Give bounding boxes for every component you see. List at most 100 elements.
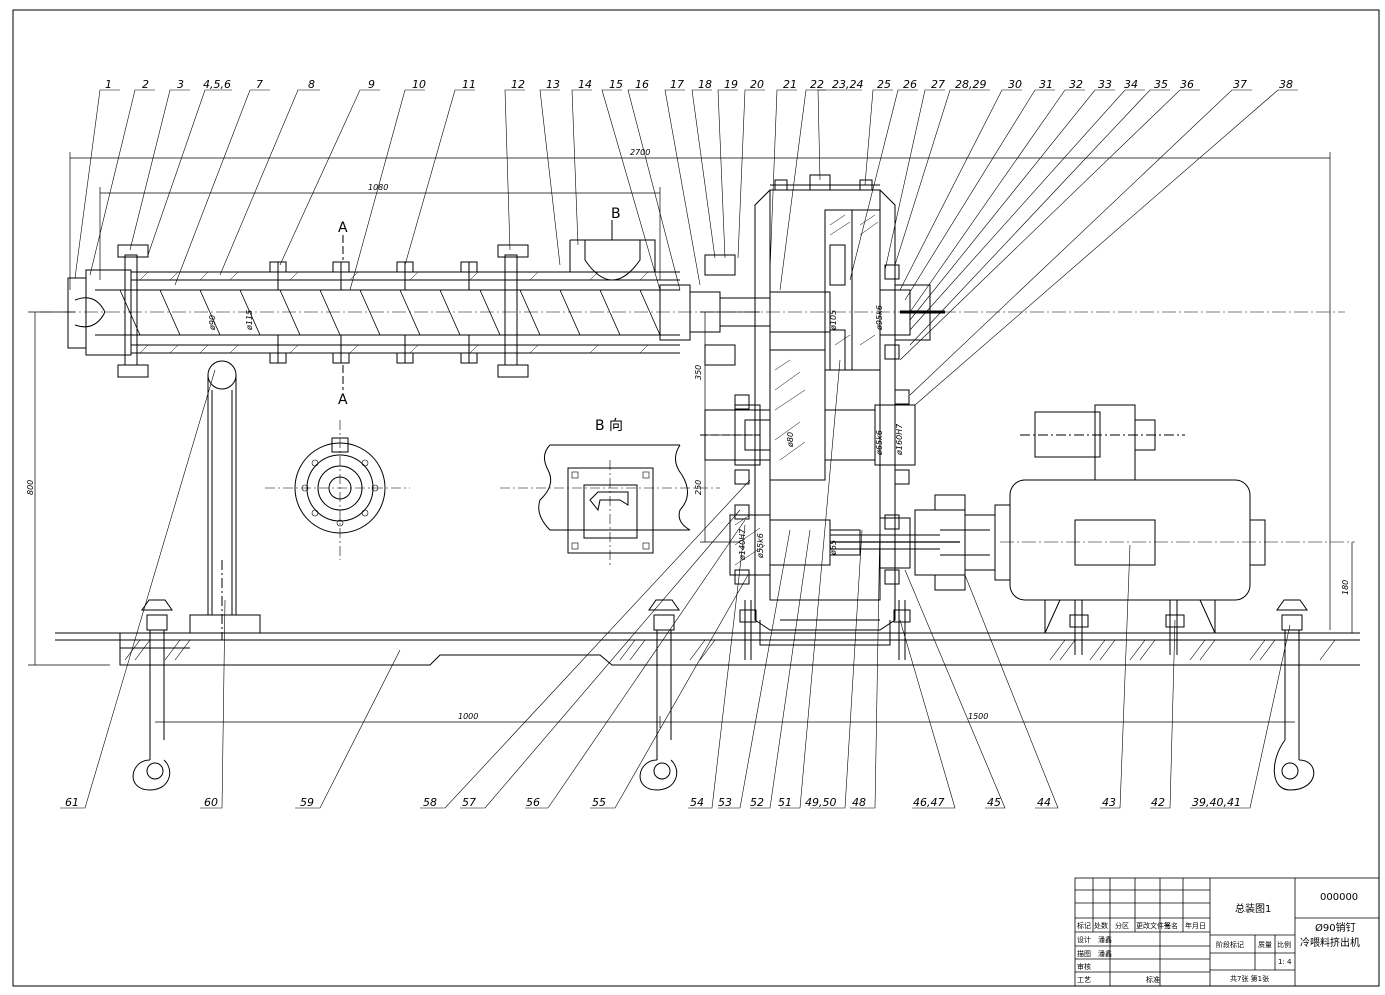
part-label: 4,5,6: [203, 78, 231, 91]
part-label: 13: [546, 78, 560, 91]
part-label: 18: [698, 78, 712, 91]
part-label: 15: [609, 78, 623, 91]
dim-fit: ø80: [786, 432, 795, 448]
part-label: 2: [142, 78, 149, 91]
part-label: 27: [931, 78, 945, 91]
gearbox-housing: [700, 174, 960, 660]
part-label: 34: [1124, 78, 1138, 91]
tb-designer: 潘鑫: [1098, 935, 1112, 944]
tb-scale: 1: 4: [1278, 958, 1292, 966]
part-label: 14: [578, 78, 592, 91]
tb-header: 处数: [1094, 921, 1108, 930]
part-label: 55: [592, 796, 606, 809]
section-a-a-view: [265, 420, 410, 560]
tb-product-name-1: Ø90销钉: [1315, 921, 1356, 934]
part-label: 3: [177, 78, 184, 91]
part-label: 26: [903, 78, 917, 91]
part-label: 37: [1233, 78, 1247, 91]
tb-header: 年月日: [1185, 921, 1206, 930]
part-label: 35: [1154, 78, 1168, 91]
view-b-arrow-label: B: [611, 206, 621, 222]
part-label: 45: [987, 796, 1001, 809]
tb-drawing-number: 000000: [1320, 892, 1358, 903]
part-label: 61: [65, 796, 79, 809]
part-label: 51: [778, 796, 792, 809]
dim-frame-span-1: 1000: [458, 712, 478, 721]
part-label: 46,47: [913, 796, 945, 809]
sheet-frame: [12, 9, 1380, 987]
dim-fit: ø140H7: [738, 528, 747, 561]
dim-gear-center-1: 350: [694, 365, 703, 380]
part-label: 33: [1098, 78, 1112, 91]
tb-product-name-2: 冷喂料挤出机: [1300, 936, 1360, 949]
part-label: 32: [1069, 78, 1083, 91]
part-label: 58: [423, 796, 437, 809]
dim-screw-dia: ø90: [208, 315, 217, 331]
part-label: 16: [635, 78, 649, 91]
section-a-label-top: A: [338, 220, 348, 236]
part-label: 12: [511, 78, 525, 91]
dimension-texts: 2700 1080 800 350 250 180 1000 1500 ø90 …: [26, 148, 1350, 721]
part-label: 28,29: [955, 78, 987, 91]
base-frame: [55, 614, 1360, 666]
part-label: 39,40,41: [1192, 796, 1241, 809]
tb-header: 分区: [1115, 921, 1129, 930]
dim-fit: ø65: [829, 540, 838, 556]
part-label: 23,24: [832, 78, 864, 91]
part-label: 59: [300, 796, 314, 809]
part-label: 30: [1008, 78, 1022, 91]
tb-role-trace: 描图: [1077, 949, 1091, 958]
tb-role-process: 工艺: [1077, 976, 1091, 984]
dim-fit: ø160H7: [895, 423, 904, 456]
part-label: 56: [526, 796, 540, 809]
foundation-bolts: [132, 599, 1315, 791]
dim-fit: ø65k6: [875, 430, 884, 456]
tb-tracer: 潘鑫: [1098, 949, 1112, 958]
dim-barrel-dia: ø115: [245, 310, 254, 331]
view-b-title: B 向: [595, 418, 623, 434]
tb-standardization: 标准: [1146, 975, 1160, 984]
part-label: 60: [204, 796, 218, 809]
tb-role-design: 设计: [1077, 935, 1091, 944]
title-block: 标记 处数 分区 更改文件号 签名 年月日 设计 潘鑫 描图 潘鑫 审核 工艺 …: [1077, 892, 1360, 984]
part-label: 1: [105, 78, 112, 91]
dim-motor-height: 180: [1341, 580, 1350, 595]
part-label: 9: [368, 78, 375, 91]
tb-weight-label: 质量: [1258, 940, 1272, 949]
part-label: 21: [783, 78, 797, 91]
part-label: 48: [852, 796, 866, 809]
part-label: 19: [724, 78, 738, 91]
section-a-label-bottom: A: [338, 392, 348, 408]
barrel-support: [207, 360, 237, 640]
dim-overall-length: 2700: [630, 148, 650, 157]
part-label: 8: [308, 78, 315, 91]
dim-center-height: 800: [26, 480, 35, 495]
dim-fit: ø55k6: [756, 533, 765, 559]
tb-header: 标记: [1077, 921, 1091, 930]
tb-drawing-title: 总装图1: [1235, 902, 1271, 915]
part-labels-top: 1 2 3 4,5,6 7 8 9 10 11 12 13 14 15 16 1…: [105, 78, 1293, 91]
dimension-lines: [28, 152, 1353, 728]
motor: [994, 404, 1355, 655]
tb-role-review: 审核: [1077, 962, 1091, 971]
part-label: 20: [750, 78, 764, 91]
part-label: 44: [1037, 796, 1051, 809]
part-label: 53: [718, 796, 732, 809]
part-labels-bottom: 61 60 59 58 57 56 55 54 53 52 51 49,50 4…: [65, 796, 1241, 809]
part-label: 36: [1180, 78, 1194, 91]
leader-lines: [60, 89, 1298, 809]
tb-stage-label: 阶段标记: [1216, 940, 1244, 949]
part-label: 22: [810, 78, 824, 91]
part-label: 52: [750, 796, 764, 809]
part-label: 57: [462, 796, 476, 809]
tb-header: 更改文件号: [1136, 921, 1171, 930]
dim-frame-span-2: 1500: [968, 712, 988, 721]
dim-gear-center-2: 250: [694, 480, 703, 495]
dim-fit: ø105: [829, 310, 838, 331]
dim-fit: ø95k6: [875, 305, 884, 331]
part-label: 49,50: [805, 796, 837, 809]
view-b: [500, 444, 720, 565]
part-label: 31: [1039, 78, 1053, 91]
